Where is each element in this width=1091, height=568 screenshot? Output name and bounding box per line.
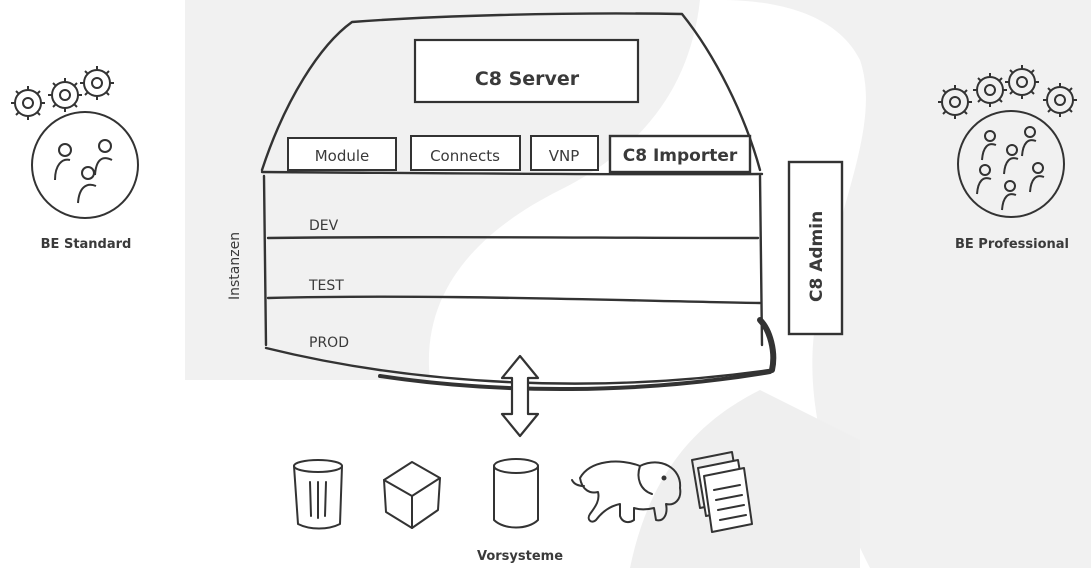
gear-icon <box>938 85 972 119</box>
gear-icon <box>1005 65 1039 99</box>
users-icon <box>976 126 1045 211</box>
data-flow-arrow <box>500 354 540 438</box>
elephant-icon <box>571 460 682 524</box>
be-professional-group <box>938 65 1077 218</box>
database-cylinder-icon <box>493 458 539 529</box>
c8-importer-box <box>608 134 752 174</box>
gear-icon <box>48 78 82 112</box>
gear-icon <box>1043 83 1077 117</box>
instance-test-label: TEST <box>308 278 344 294</box>
trash-bin-icon <box>293 459 343 530</box>
be-standard-group <box>11 66 139 219</box>
documents-icon <box>691 451 753 533</box>
be-standard-label: BE Standard <box>41 237 132 252</box>
c8-server-box <box>413 38 640 104</box>
instances-label: Instanzen <box>227 232 243 300</box>
source-systems-label: Vorsysteme <box>477 549 563 564</box>
gear-icon <box>973 73 1007 107</box>
be-professional-label: BE Professional <box>955 237 1069 252</box>
gear-icon <box>11 86 45 120</box>
c8-admin-label: C8 Admin <box>807 211 827 302</box>
c8-importer-label: C8 Importer <box>623 146 738 166</box>
c8-server-label: C8 Server <box>475 68 580 90</box>
connects-label: Connects <box>430 147 500 165</box>
module-box <box>287 137 397 171</box>
cube-icon <box>383 461 441 529</box>
user-group-circle <box>31 111 139 219</box>
module-label: Module <box>315 147 370 165</box>
vnp-box <box>530 135 599 171</box>
instance-dev-label: DEV <box>309 218 339 234</box>
user-group-circle <box>957 110 1065 218</box>
gear-icon <box>80 66 114 100</box>
vnp-label: VNP <box>549 147 580 165</box>
instance-prod-label: PROD <box>309 335 349 351</box>
connects-box <box>410 135 521 171</box>
c8-admin-box <box>787 160 844 336</box>
users-icon <box>54 139 113 204</box>
